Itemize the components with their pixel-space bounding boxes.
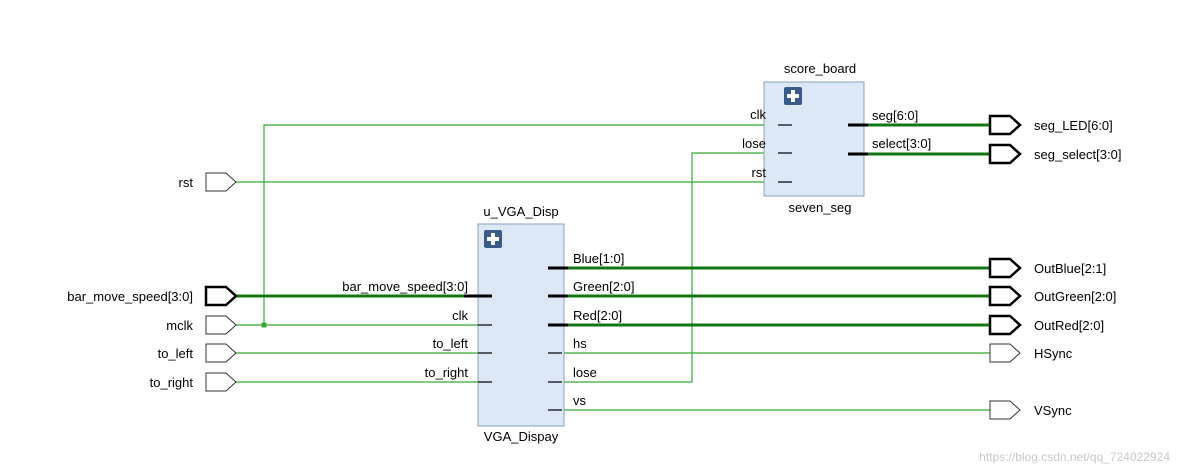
input-ports: rst bar_move_speed[3:0] mclk to_left to_…	[67, 172, 238, 392]
module-name-score-board: seven_seg	[789, 200, 852, 215]
pin-label-hs: hs	[573, 336, 587, 351]
input-port-mclk[interactable]: mclk	[166, 315, 237, 335]
input-port-bar-move-speed[interactable]: bar_move_speed[3:0]	[67, 285, 238, 307]
output-port-outgreen[interactable]: OutGreen[2:0]	[988, 285, 1116, 307]
pin-label-seg: seg[6:0]	[872, 108, 918, 123]
pin-label-green: Green[2:0]	[573, 279, 634, 294]
svg-text:bar_move_speed[3:0]: bar_move_speed[3:0]	[67, 289, 193, 304]
input-port-rst[interactable]: rst	[179, 172, 237, 192]
output-port-seg-select[interactable]: seg_select[3:0]	[988, 143, 1121, 165]
pin-label-blue: Blue[1:0]	[573, 251, 624, 266]
svg-text:to_right: to_right	[150, 375, 194, 390]
pin-label-to-left: to_left	[433, 336, 469, 351]
output-port-vsync[interactable]: VSync	[989, 400, 1072, 420]
output-port-hsync[interactable]: HSync	[989, 343, 1073, 363]
svg-text:rst: rst	[179, 175, 194, 190]
input-port-to-right[interactable]: to_right	[150, 372, 237, 392]
pin-label-to-right: to_right	[425, 365, 469, 380]
svg-text:seg_LED[6:0]: seg_LED[6:0]	[1034, 118, 1113, 133]
pin-label-clk: clk	[750, 107, 766, 122]
plus-icon[interactable]	[784, 87, 802, 105]
pin-label-rst: rst	[752, 165, 767, 180]
watermark: https://blog.csdn.net/qq_724022924	[979, 450, 1170, 464]
wire-clk-to-score-board[interactable]	[263, 124, 792, 325]
pin-label-lose: lose	[573, 365, 597, 380]
pin-label-select: select[3:0]	[872, 136, 931, 151]
pin-label-lose: lose	[742, 136, 766, 151]
block-body-score-board[interactable]	[763, 81, 865, 197]
net-junction	[261, 322, 267, 328]
svg-text:OutGreen[2:0]: OutGreen[2:0]	[1034, 289, 1116, 304]
module-name-vga: VGA_Dispay	[484, 429, 559, 444]
wires	[236, 123, 990, 411]
score-board-block[interactable]: score_board seven_seg clk lose rst seg[6…	[742, 61, 931, 215]
svg-text:to_left: to_left	[158, 346, 194, 361]
svg-text:mclk: mclk	[166, 318, 193, 333]
instance-name-vga: u_VGA_Disp	[483, 204, 558, 219]
svg-text:HSync: HSync	[1034, 346, 1073, 361]
output-port-outred[interactable]: OutRed[2:0]	[988, 314, 1104, 336]
output-port-seg-led[interactable]: seg_LED[6:0]	[988, 114, 1113, 136]
pin-label-clk: clk	[452, 308, 468, 323]
svg-text:OutRed[2:0]: OutRed[2:0]	[1034, 318, 1104, 333]
pin-label-vs: vs	[573, 393, 587, 408]
input-port-to-left[interactable]: to_left	[158, 343, 237, 363]
output-port-outblue[interactable]: OutBlue[2:1]	[988, 257, 1106, 279]
vga-disp-block[interactable]: u_VGA_Disp VGA_Dispay bar_move_speed[3:0…	[342, 204, 634, 444]
output-ports: seg_LED[6:0] seg_select[3:0] OutBlue[2:1…	[988, 114, 1121, 420]
svg-text:OutBlue[2:1]: OutBlue[2:1]	[1034, 261, 1106, 276]
svg-text:VSync: VSync	[1034, 403, 1072, 418]
pin-label-bar-move-speed: bar_move_speed[3:0]	[342, 279, 468, 294]
svg-text:seg_select[3:0]: seg_select[3:0]	[1034, 147, 1121, 162]
instance-name-score-board: score_board	[784, 61, 856, 76]
pin-label-red: Red[2:0]	[573, 308, 622, 323]
plus-icon[interactable]	[484, 230, 502, 248]
